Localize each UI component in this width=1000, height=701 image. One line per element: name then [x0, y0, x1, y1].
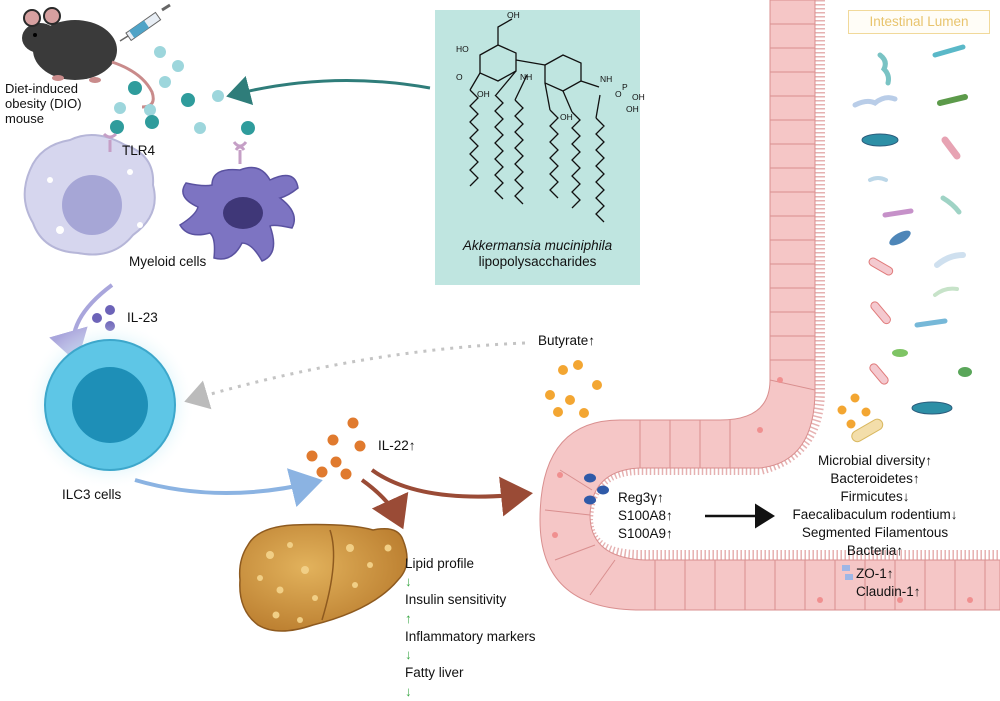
marker-s100a9: S100A9↑ — [618, 526, 673, 542]
il22-molecules-icon — [306, 417, 366, 480]
il22-to-gut-arrow — [370, 468, 533, 517]
svg-text:NH: NH — [520, 72, 532, 82]
tlr4-label: TLR4 — [122, 143, 156, 158]
ilc3-to-il22-arrow — [134, 468, 323, 508]
junction-claudin1: Claudin-1↑ — [856, 584, 921, 600]
il22-to-liver-arrow — [360, 478, 409, 530]
dendritic-cell-icon — [178, 166, 299, 262]
bacteria-icon — [851, 44, 972, 443]
butyrate-dots-epithelium — [545, 360, 602, 418]
liver-icon — [238, 523, 408, 632]
svg-text:HO: HO — [456, 44, 469, 54]
tlr4-receptor-icon — [102, 132, 248, 164]
liver-effect-insulin: Insulin sensitivity↑ — [405, 592, 507, 626]
il23-label: IL-23 — [127, 310, 158, 325]
effect-sfb-line1: Segmented Filamentous — [801, 524, 949, 540]
syringe-icon — [119, 3, 171, 42]
lps-species: Akkermansia muciniphila — [462, 238, 613, 253]
lps-particles-icon — [110, 46, 255, 135]
ilc3-label: ILC3 cells — [62, 487, 122, 502]
liver-effect-fatty-liver: Fatty liver↓ — [405, 665, 464, 699]
butyrate-arrow — [184, 341, 526, 410]
svg-text:OH: OH — [632, 92, 645, 102]
svg-text:O: O — [456, 72, 463, 82]
butyrate-label: Butyrate↑ — [538, 333, 596, 348]
svg-text:OH: OH — [626, 104, 639, 114]
antimicrobial-granules-icon — [584, 473, 609, 505]
svg-text:OH: OH — [560, 112, 573, 122]
intestine-icon — [539, 0, 1000, 611]
macrophage-icon — [23, 134, 156, 256]
junction-proteins: ZO-1↑ Claudin-1↑ — [856, 565, 921, 601]
effect-bacteroidetes: Bacteroidetes↑ — [830, 470, 920, 486]
marker-reg3g: Reg3γ↑ — [618, 490, 664, 505]
svg-text:P: P — [622, 82, 628, 92]
epithelial-markers: Reg3γ↑ S100A8↑ S100A9↑ — [618, 489, 673, 544]
mouse-label: Diet-induced obesity (DIO) mouse — [5, 81, 82, 126]
svg-text:OH: OH — [507, 10, 520, 20]
lps-caption: Akkermansia muciniphila lipopolysacchari… — [435, 238, 640, 270]
lps-arrow — [226, 76, 431, 106]
lps-panel — [435, 10, 640, 285]
lps-name: lipopolysaccharides — [478, 254, 597, 270]
effect-firmicutes: Firmicutes↓ — [840, 488, 910, 504]
svg-text:NH: NH — [600, 74, 612, 84]
ilc3-cell-icon — [25, 320, 195, 490]
intestinal-lumen-label: Intestinal Lumen — [848, 10, 990, 34]
butyrate-molecules-icon — [837, 393, 871, 429]
il22-label: IL-22↑ — [378, 438, 416, 453]
microbiota-effects: Microbial diversity↑ Bacteroidetes↑ Firm… — [775, 452, 975, 560]
effect-sfb-line2: Bacteria↑ — [846, 542, 904, 558]
marker-s100a8: S100A8↑ — [618, 508, 673, 524]
liver-effects: Lipid profile↓ Insulin sensitivity↑ Infl… — [405, 555, 536, 701]
liver-effect-inflammatory: Inflammatory markers↓ — [405, 628, 536, 663]
liver-effect-lipid: Lipid profile↓ — [405, 556, 475, 590]
effect-faecalibaculum: Faecalibaculum rodentium↓ — [792, 506, 958, 522]
svg-text:OH: OH — [477, 89, 490, 99]
lps-molecule-icon — [469, 18, 605, 223]
svg-text:O: O — [615, 89, 622, 99]
effect-microbial-diversity: Microbial diversity↑ — [817, 453, 933, 468]
myeloid-label: Myeloid cells — [129, 254, 207, 269]
junction-zo1: ZO-1↑ — [856, 566, 894, 581]
